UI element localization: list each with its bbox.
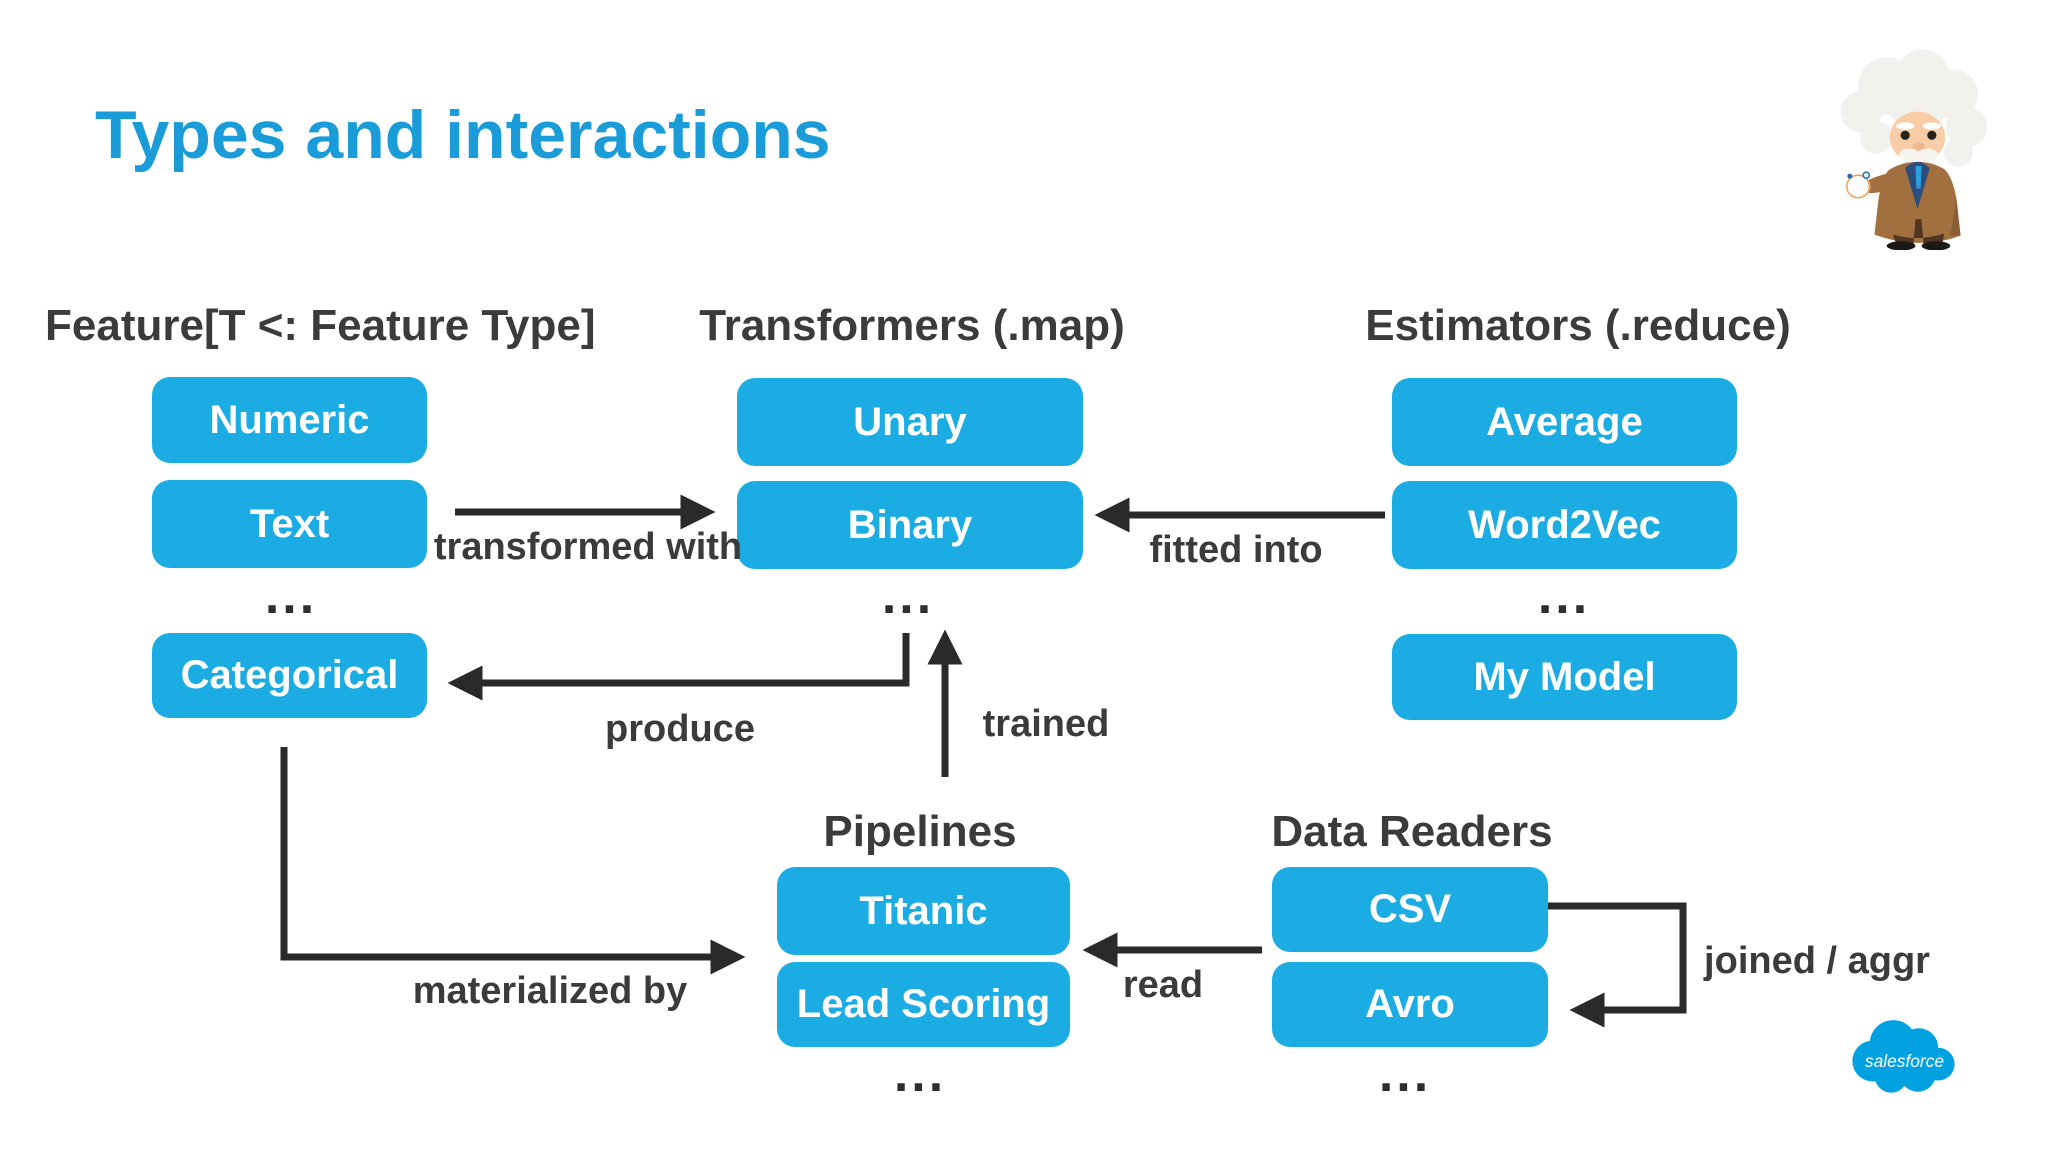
edge-label-read: read [1122,964,1204,1006]
estimators-column-header: Estimators (.reduce) [1365,301,1791,350]
feature-box-numeric: Numeric [152,377,427,463]
transformers-column-header: Transformers (.map) [699,301,1125,350]
transformers-ellipsis: ... [881,567,935,625]
page-title: Types and interactions [95,97,831,173]
estimator-box-word2vec: Word2Vec [1392,481,1737,569]
feature-box-text: Text [152,480,427,568]
transformer-box-binary: Binary [737,481,1083,569]
edge-label-joined-aggr: joined / aggr [1704,940,1930,982]
arrow-joined-aggr [1548,902,1687,1028]
feature-column-header: Feature[T <: Feature Type] [45,301,596,350]
pipeline-box-titanic: Titanic [777,867,1070,955]
reader-box-avro: Avro [1272,962,1548,1047]
feature-ellipsis: ... [264,567,318,625]
feature-box-categorical: Categorical [152,633,427,718]
einstein-hair [1840,49,1988,167]
estimator-box-average: Average [1392,378,1737,466]
reader-box-csv: CSV [1272,867,1548,952]
data-readers-ellipsis: ... [1378,1045,1432,1103]
einstein-mascot [1840,49,1988,250]
estimator-box-my-model: My Model [1392,634,1737,720]
edge-label-trained: trained [982,703,1110,745]
edge-label-materialized-by: materialized by [412,970,688,1012]
estimators-ellipsis: ... [1537,567,1591,625]
pipeline-box-lead-scoring: Lead Scoring [777,962,1070,1047]
arrow-produce [447,633,910,701]
data-readers-header: Data Readers [1271,807,1553,856]
salesforce-cloud-logo: salesforce [1852,1020,1955,1093]
edge-label-produce: produce [605,708,755,750]
salesforce-logo-text: salesforce [1865,1051,1944,1071]
pipelines-ellipsis: ... [893,1045,947,1103]
arrow-materialized-by [280,747,746,975]
transformer-box-unary: Unary [737,378,1083,466]
edge-label-transformed-with: transformed with [433,526,743,568]
edge-label-fitted-into: fitted into [1149,529,1323,571]
pipelines-header: Pipelines [823,807,1017,856]
